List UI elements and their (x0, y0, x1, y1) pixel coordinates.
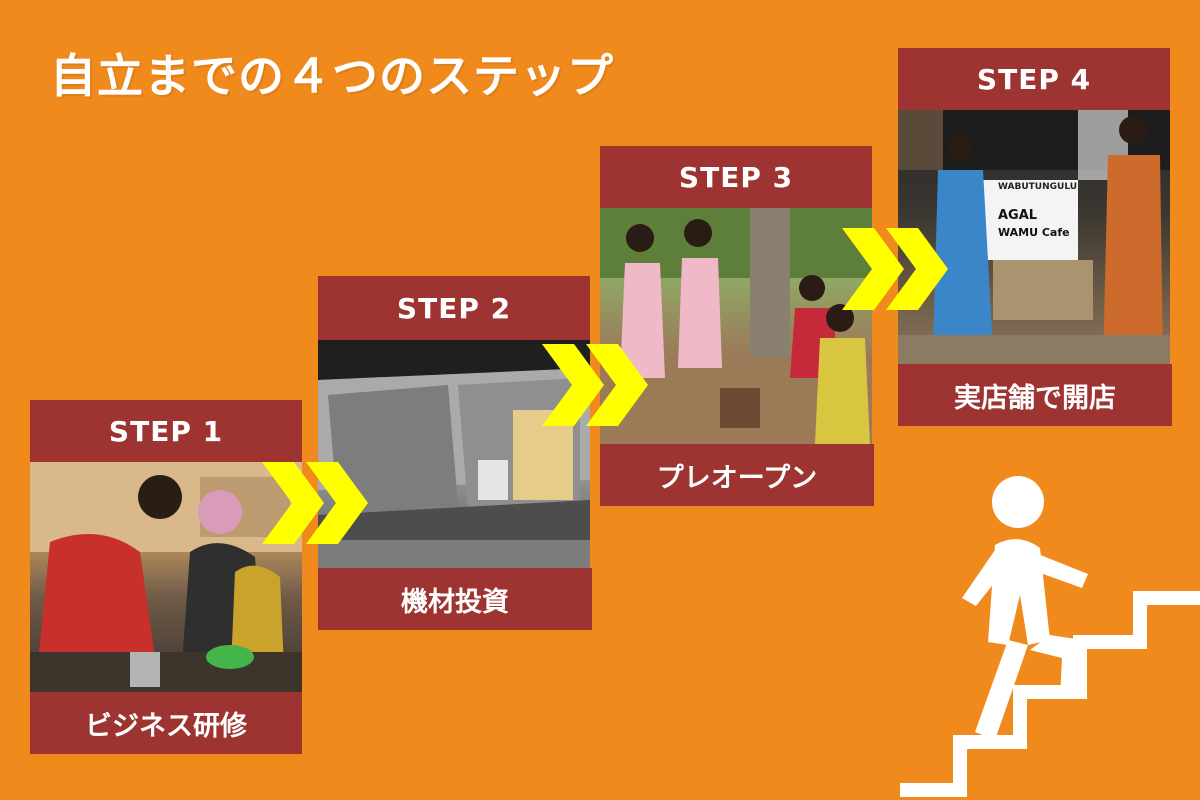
shop-sign-line3: WAMU Cafe (998, 226, 1070, 239)
double-chevron-icon (262, 462, 368, 544)
step-2-photo (318, 340, 590, 568)
person-climbing-stairs-icon (900, 476, 1200, 797)
shop-sign-line2: AGAL (998, 208, 1038, 223)
step-1-photo (30, 462, 302, 692)
shop-sign-title: WABUTUNGULU (998, 182, 1078, 192)
step-3-photo (600, 208, 872, 444)
double-chevron-icon (842, 228, 948, 310)
step-4-photo: WABUTUNGULU AGAL WAMU Cafe (898, 110, 1170, 364)
step-4-caption: 実店舗で開店 (898, 364, 1172, 426)
step-1-caption: ビジネス研修 (30, 692, 302, 754)
step-3-heading: STEP 3 (600, 146, 872, 208)
step-1-heading: STEP 1 (30, 400, 302, 462)
step-4-heading: STEP 4 (898, 48, 1170, 110)
page-title: 自立までの４つのステップ (50, 49, 614, 103)
step-3-caption: プレオープン (600, 444, 874, 506)
double-chevron-icon (542, 344, 648, 426)
step-2-heading: STEP 2 (318, 276, 590, 340)
step-2-caption: 機材投資 (318, 568, 592, 630)
